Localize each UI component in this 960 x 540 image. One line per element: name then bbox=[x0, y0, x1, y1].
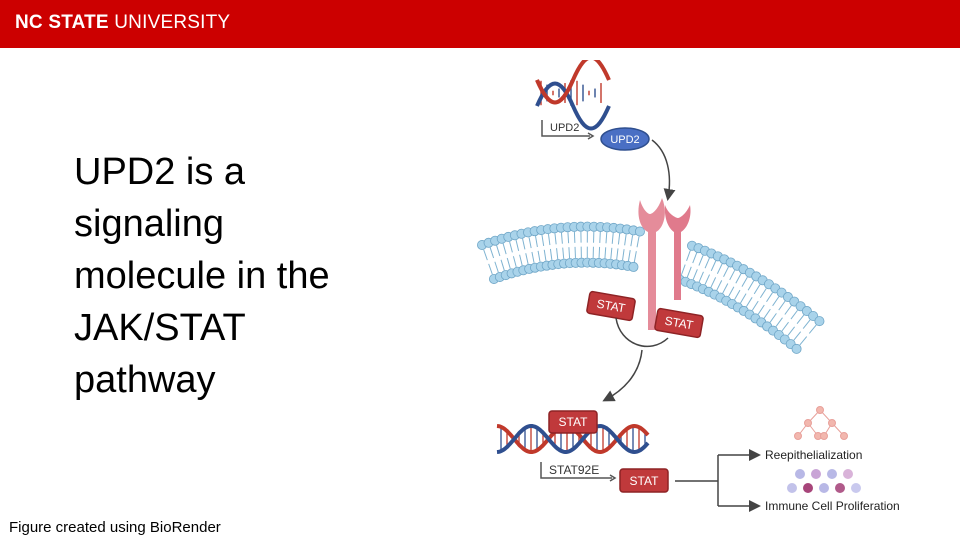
gene-stat92e-label: STAT92E bbox=[549, 463, 599, 477]
figure-credit: Figure created using BioRender bbox=[9, 519, 221, 536]
stat-label: STAT bbox=[664, 314, 696, 333]
upd2-protein: UPD2 bbox=[600, 127, 650, 151]
dimer-bracket bbox=[615, 317, 669, 348]
gene-upd2-marker: UPD2 bbox=[541, 120, 595, 140]
title-line: molecule in the bbox=[74, 255, 330, 297]
translocation-arrow bbox=[602, 349, 643, 402]
upd2-protein-label: UPD2 bbox=[610, 134, 639, 146]
title-line: signaling bbox=[74, 203, 224, 245]
dna-helix-top bbox=[535, 60, 611, 131]
title-line: pathway bbox=[74, 359, 216, 401]
stat-on-dna: STAT bbox=[548, 410, 598, 434]
brand-light: UNIVERSITY bbox=[114, 12, 231, 33]
title-line: UPD2 is a bbox=[74, 151, 246, 193]
epithelial-cells-icon bbox=[794, 406, 848, 440]
stat-label: STAT bbox=[630, 474, 660, 488]
outcome-arrows bbox=[675, 449, 761, 512]
brand-bold: NC STATE bbox=[15, 12, 109, 33]
receptor bbox=[638, 198, 691, 330]
gene-upd2-label: UPD2 bbox=[550, 122, 579, 134]
stat-membrane-left: STAT bbox=[586, 290, 636, 322]
binding-arrow bbox=[651, 139, 676, 201]
stat-label: STAT bbox=[559, 415, 589, 429]
slide-title: UPD2 is a signaling molecule in the JAK/… bbox=[74, 146, 404, 406]
outcome-immune-proliferation: Immune Cell Proliferation bbox=[765, 499, 900, 513]
outcome-reepithelialization: Reepithelialization bbox=[765, 448, 862, 462]
stat-product: STAT bbox=[619, 468, 669, 493]
jak-stat-diagram: UPD2 UPD2 STAT STAT STAT STAT92E bbox=[477, 60, 900, 513]
header-banner: NC STATE UNIVERSITY bbox=[0, 0, 960, 48]
stat-membrane-right: STAT bbox=[654, 307, 704, 339]
title-line: JAK/STAT bbox=[74, 307, 246, 349]
immune-cells-icon bbox=[787, 469, 861, 493]
university-logo: NC STATE UNIVERSITY bbox=[15, 12, 230, 34]
stat-label: STAT bbox=[596, 297, 628, 316]
cell-membrane bbox=[477, 221, 825, 354]
gene-stat92e-marker: STAT92E bbox=[540, 462, 617, 482]
